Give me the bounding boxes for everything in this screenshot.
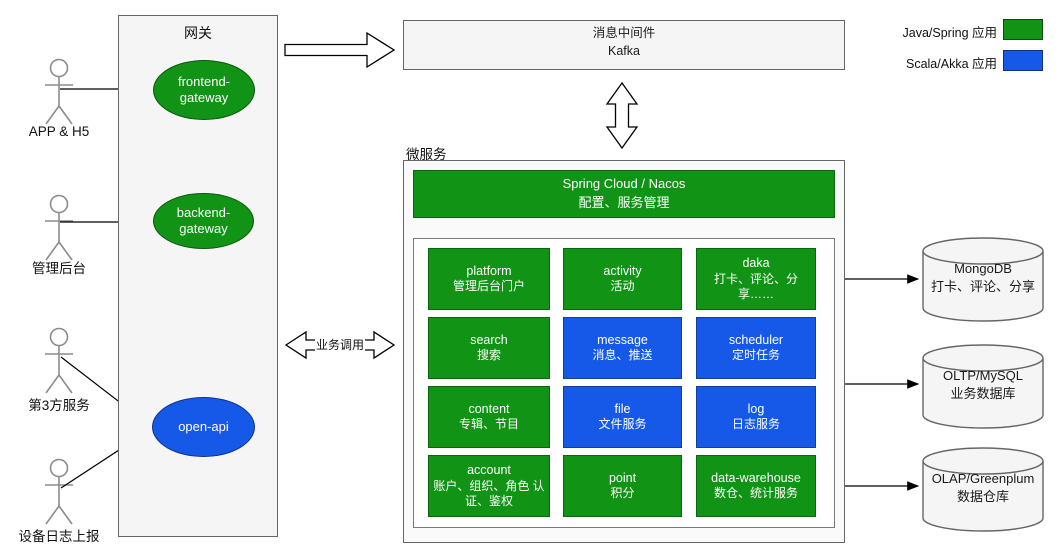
actor-admin-label: 管理后台 [32, 261, 86, 276]
service-log: log 日志服务 [696, 386, 816, 448]
service-account: account 账户、组织、角色 认证、鉴权 [428, 455, 550, 517]
service-file: file 文件服务 [563, 386, 682, 448]
kafka-label: 消息中间件 Kafka [403, 25, 845, 60]
olap-label: OLAP/Greenplum 数据仓库 [931, 471, 1035, 504]
node-open-api: open-api [152, 397, 255, 457]
service-data-warehouse: data-warehouse 数仓、统计服务 [696, 455, 816, 517]
node-open-api-label: open-api [178, 418, 229, 434]
kafka-label-line2: Kafka [608, 43, 640, 58]
business-call-label: 业务调用 [315, 338, 365, 352]
legend-scala-akka-label: Scala/Akka 应用 [905, 57, 997, 71]
kafka-label-line1: 消息中间件 [592, 26, 656, 40]
gateway-title: 网关 [184, 25, 212, 41]
service-activity: activity 活动 [563, 248, 682, 310]
actor-app-h5-icon [45, 58, 73, 125]
service-platform: platform 管理后台门户 [428, 248, 550, 310]
service-point: point 积分 [563, 455, 682, 517]
spring-header-line2: 配置、服务管理 [578, 195, 670, 210]
service-daka: daka 打卡、评论、分享…… [696, 248, 816, 310]
node-backend-gateway: backend-gateway [153, 193, 254, 249]
legend-java-spring-swatch [1003, 19, 1043, 40]
actor-thirdparty-label: 第3方服务 [28, 398, 90, 413]
oltp-label: OLTP/MySQL 业务数据库 [943, 368, 1023, 401]
kafka-box [403, 20, 845, 70]
block-arrow-kafka-microservices [605, 81, 639, 150]
spring-header: Spring Cloud / Nacos 配置、服务管理 [413, 170, 835, 218]
service-search: search 搜索 [428, 317, 550, 379]
spring-header-line1: Spring Cloud / Nacos [562, 176, 686, 192]
service-scheduler: scheduler 定时任务 [696, 317, 816, 379]
node-frontend-gateway-label: frontend-gateway [177, 73, 231, 105]
legend-scala-akka-swatch [1003, 50, 1043, 71]
actor-app-h5-label: APP & H5 [28, 124, 90, 139]
legend-java-spring-label: Java/Spring 应用 [902, 26, 997, 40]
block-arrow-gateway-to-kafka [284, 31, 396, 69]
node-backend-gateway-label: backend-gateway [176, 204, 231, 236]
service-content: content 专辑、节目 [428, 386, 550, 448]
actor-device-log-icon [45, 458, 73, 525]
node-frontend-gateway: frontend-gateway [153, 60, 255, 120]
actor-thirdparty-icon [45, 327, 73, 394]
mongodb-label: MongoDB 打卡、评论、分享 [930, 261, 1035, 294]
microservices-title: 微服务 [406, 147, 447, 162]
actor-device-log-label: 设备日志上报 [18, 529, 100, 544]
actor-admin-icon [45, 194, 73, 261]
service-message: message 消息、推送 [563, 317, 682, 379]
